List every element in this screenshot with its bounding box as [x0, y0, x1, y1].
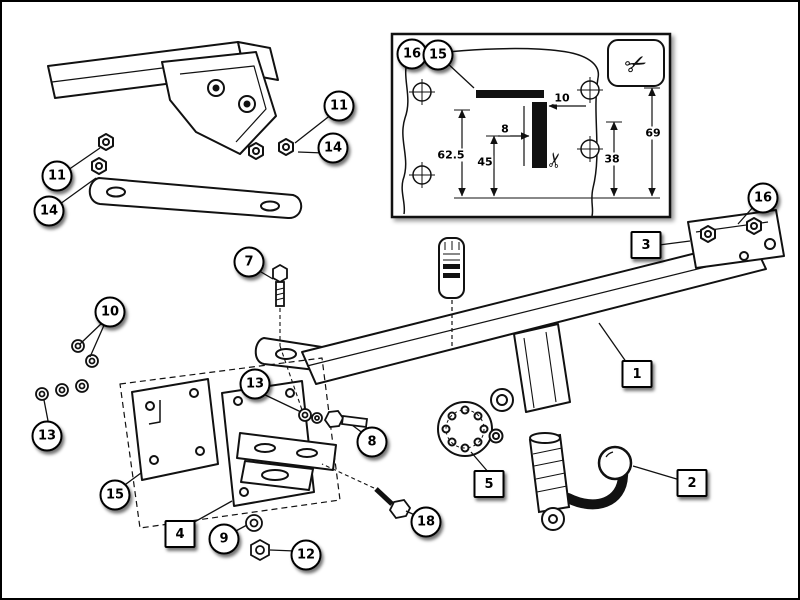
- callout-4: 4: [164, 520, 196, 548]
- callout-14: 14: [33, 195, 65, 227]
- callout-16: 16: [396, 38, 428, 70]
- dimension-label-45: 45: [476, 155, 494, 169]
- tow-ball: [597, 445, 633, 481]
- bolt-head: [700, 225, 716, 243]
- crossbar-assembly: [254, 209, 785, 413]
- bolt-7: [272, 263, 288, 284]
- callout-11: 11: [41, 160, 73, 192]
- callout-15: 15: [99, 479, 131, 511]
- callout-1: 1: [621, 360, 653, 388]
- callout-3: 3: [630, 231, 662, 259]
- washer-9: [245, 514, 263, 532]
- chassis-bracket: [161, 51, 277, 155]
- callout-8: 8: [356, 426, 388, 458]
- slotted-bracket: [236, 432, 337, 471]
- bumper-contour: [401, 57, 409, 215]
- callout-10: 10: [94, 296, 126, 328]
- nut: [278, 138, 294, 156]
- nut: [98, 133, 114, 151]
- washer-13: [311, 412, 323, 424]
- lower-slotted-strap: [240, 460, 314, 491]
- receiver-housing: [513, 323, 571, 413]
- callout-12: 12: [290, 539, 322, 571]
- callout-7: 7: [233, 246, 265, 278]
- bolt-18: [388, 499, 412, 519]
- towball-assembly: [437, 401, 633, 531]
- callout-5: 5: [473, 470, 505, 498]
- callout-13: 13: [239, 368, 271, 400]
- callout-2: 2: [676, 469, 708, 497]
- fasteners: [35, 263, 412, 562]
- callout-9: 9: [208, 523, 240, 555]
- bracket-plate-15: [131, 378, 219, 481]
- crosshair-hole: [409, 162, 435, 188]
- dimension-label-69: 69: [644, 126, 662, 140]
- washer-10: [85, 354, 99, 368]
- bolt-head: [746, 217, 762, 235]
- dimension-label-8: 8: [500, 122, 510, 136]
- crosshair-hole: [577, 77, 603, 103]
- callout-18: 18: [410, 506, 442, 538]
- callout-15: 15: [422, 39, 454, 71]
- nut: [91, 157, 107, 175]
- nut: [248, 142, 264, 160]
- bolt-8: [323, 410, 345, 428]
- washer-13: [298, 408, 312, 422]
- nut-12: [250, 538, 270, 562]
- callout-11: 11: [323, 90, 355, 122]
- crosshair-hole: [577, 136, 603, 162]
- washer-13: [35, 387, 49, 401]
- cut-area: [532, 102, 547, 168]
- lower-strap: [88, 177, 303, 220]
- side-bracket-assembly: [119, 357, 341, 529]
- dimension-label-62.5: 62.5: [436, 148, 466, 162]
- callout-14: 14: [317, 132, 349, 164]
- dimension-label-38: 38: [603, 152, 621, 166]
- handwheel: [541, 507, 565, 531]
- dimension-label-10: 10: [553, 91, 571, 105]
- callout-16: 16: [747, 182, 779, 214]
- crosshair-hole: [409, 79, 435, 105]
- crossbar-beam: [301, 238, 767, 385]
- scissors-corner-box: [607, 39, 665, 87]
- washer-13: [55, 383, 69, 397]
- scissors-icon: ✂: [542, 150, 569, 171]
- callout-13: 13: [31, 420, 63, 452]
- chassis-assembly: [47, 41, 303, 220]
- washer-13: [75, 379, 89, 393]
- projection-outline: [119, 357, 341, 529]
